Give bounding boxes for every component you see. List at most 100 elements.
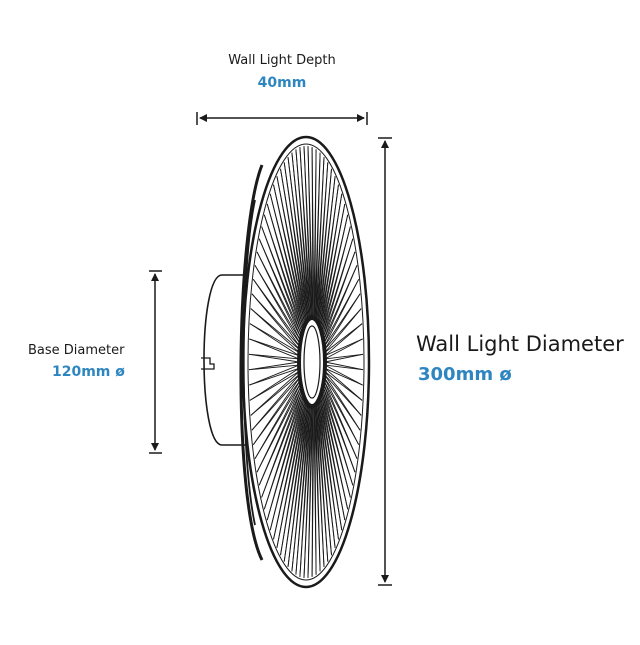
depth-value: 40mm <box>257 75 307 91</box>
pleat-line <box>324 353 364 360</box>
pleat-line <box>318 398 339 540</box>
pleat-line <box>248 364 300 371</box>
pleat-line <box>269 193 305 327</box>
pleat-line <box>252 279 301 344</box>
base-diameter-value: 120mm ø <box>52 364 125 380</box>
pleat-line <box>322 382 358 459</box>
base-diameter-label: Base Diameter <box>28 343 125 358</box>
pleat-line <box>254 380 301 459</box>
pleat-line <box>321 214 349 334</box>
depth-label: Wall Light Depth <box>228 53 336 68</box>
pleat-line <box>269 395 304 531</box>
pleat-line <box>248 361 300 371</box>
pleat-line <box>249 367 300 386</box>
pleat-line <box>321 388 354 486</box>
pleat-line <box>263 390 303 510</box>
pleat-line <box>316 401 332 556</box>
pleat-line <box>313 405 317 575</box>
pleat-line <box>303 405 312 578</box>
pleat-line <box>266 203 304 329</box>
pleat-line <box>280 400 307 556</box>
pleat-line <box>248 353 300 363</box>
pleat-line <box>324 293 361 350</box>
pleat-line <box>276 398 306 548</box>
pleat-line <box>320 392 349 510</box>
pleat-line <box>324 371 363 401</box>
pleat-line <box>252 377 301 445</box>
pleat-line <box>311 147 315 319</box>
pleat-line <box>307 405 313 578</box>
pleat-line <box>311 405 314 577</box>
pleat-line <box>287 157 309 320</box>
pleat-line <box>266 392 304 521</box>
pleat-line <box>256 251 302 339</box>
pleat-line <box>283 162 308 321</box>
pleat-line <box>250 308 300 350</box>
pleat-line <box>324 374 362 416</box>
pleat-line <box>324 353 364 363</box>
pleat-line <box>254 265 301 342</box>
pleat-line <box>321 390 351 498</box>
shade-pleats <box>248 146 364 578</box>
pleat-line <box>273 184 306 326</box>
pleat-line <box>314 404 321 572</box>
pleat-line <box>315 152 321 320</box>
pleat-line <box>299 405 311 577</box>
pleat-line <box>320 203 346 331</box>
pleat-line <box>261 226 303 334</box>
pleat-line <box>323 380 360 445</box>
pleat-line <box>323 279 360 347</box>
wall-light-diameter-value: 300mm ø <box>418 364 512 385</box>
pleat-line <box>324 364 364 371</box>
pleat-line <box>322 385 356 473</box>
pleat-line <box>249 371 300 401</box>
pleat-line <box>307 146 314 319</box>
pleat-line <box>295 404 310 575</box>
pleat-line <box>251 374 300 431</box>
lamp-shade <box>239 135 371 589</box>
pleat-line <box>321 226 351 336</box>
pleat-line <box>287 403 308 567</box>
pleat-line <box>299 147 312 319</box>
wall-base-mount <box>201 274 248 446</box>
pleat-line <box>324 367 363 386</box>
pleat-line <box>248 353 300 360</box>
pleat-line <box>249 323 300 353</box>
pleat-line <box>316 157 325 321</box>
pleat-line <box>322 238 354 339</box>
pleat-line <box>263 214 304 332</box>
pleat-line <box>324 361 364 371</box>
pleat-line <box>249 323 300 357</box>
pleat-line <box>316 162 329 323</box>
base-dimension <box>149 270 162 454</box>
pleat-line <box>319 397 343 531</box>
pleat-line <box>322 251 356 342</box>
pleat-line <box>261 388 303 498</box>
wall-light-diameter-label: Wall Light Diameter <box>416 332 624 356</box>
pleat-line <box>317 168 332 324</box>
diameter-dimension <box>378 137 392 586</box>
pleat-line <box>291 404 309 572</box>
pleat-line <box>318 176 336 326</box>
pleat-line <box>273 397 305 540</box>
pleat-line <box>258 238 303 336</box>
pleat-line <box>324 338 363 357</box>
pleat-line <box>317 400 336 548</box>
pleat-line <box>323 377 361 431</box>
pleat-line <box>324 308 362 353</box>
pleat-line <box>258 385 302 486</box>
pleat-line <box>291 152 310 320</box>
pleat-line <box>250 371 300 416</box>
pleat-line <box>324 323 363 357</box>
pleat-line <box>249 364 300 386</box>
pleat-line <box>323 265 358 344</box>
depth-dimension <box>196 112 368 125</box>
pleat-line <box>295 149 311 319</box>
pleat-line <box>324 364 363 386</box>
pleat-line <box>276 176 307 324</box>
pleat-line <box>249 338 300 360</box>
pleat-line <box>251 293 301 347</box>
pleat-line <box>303 146 313 319</box>
